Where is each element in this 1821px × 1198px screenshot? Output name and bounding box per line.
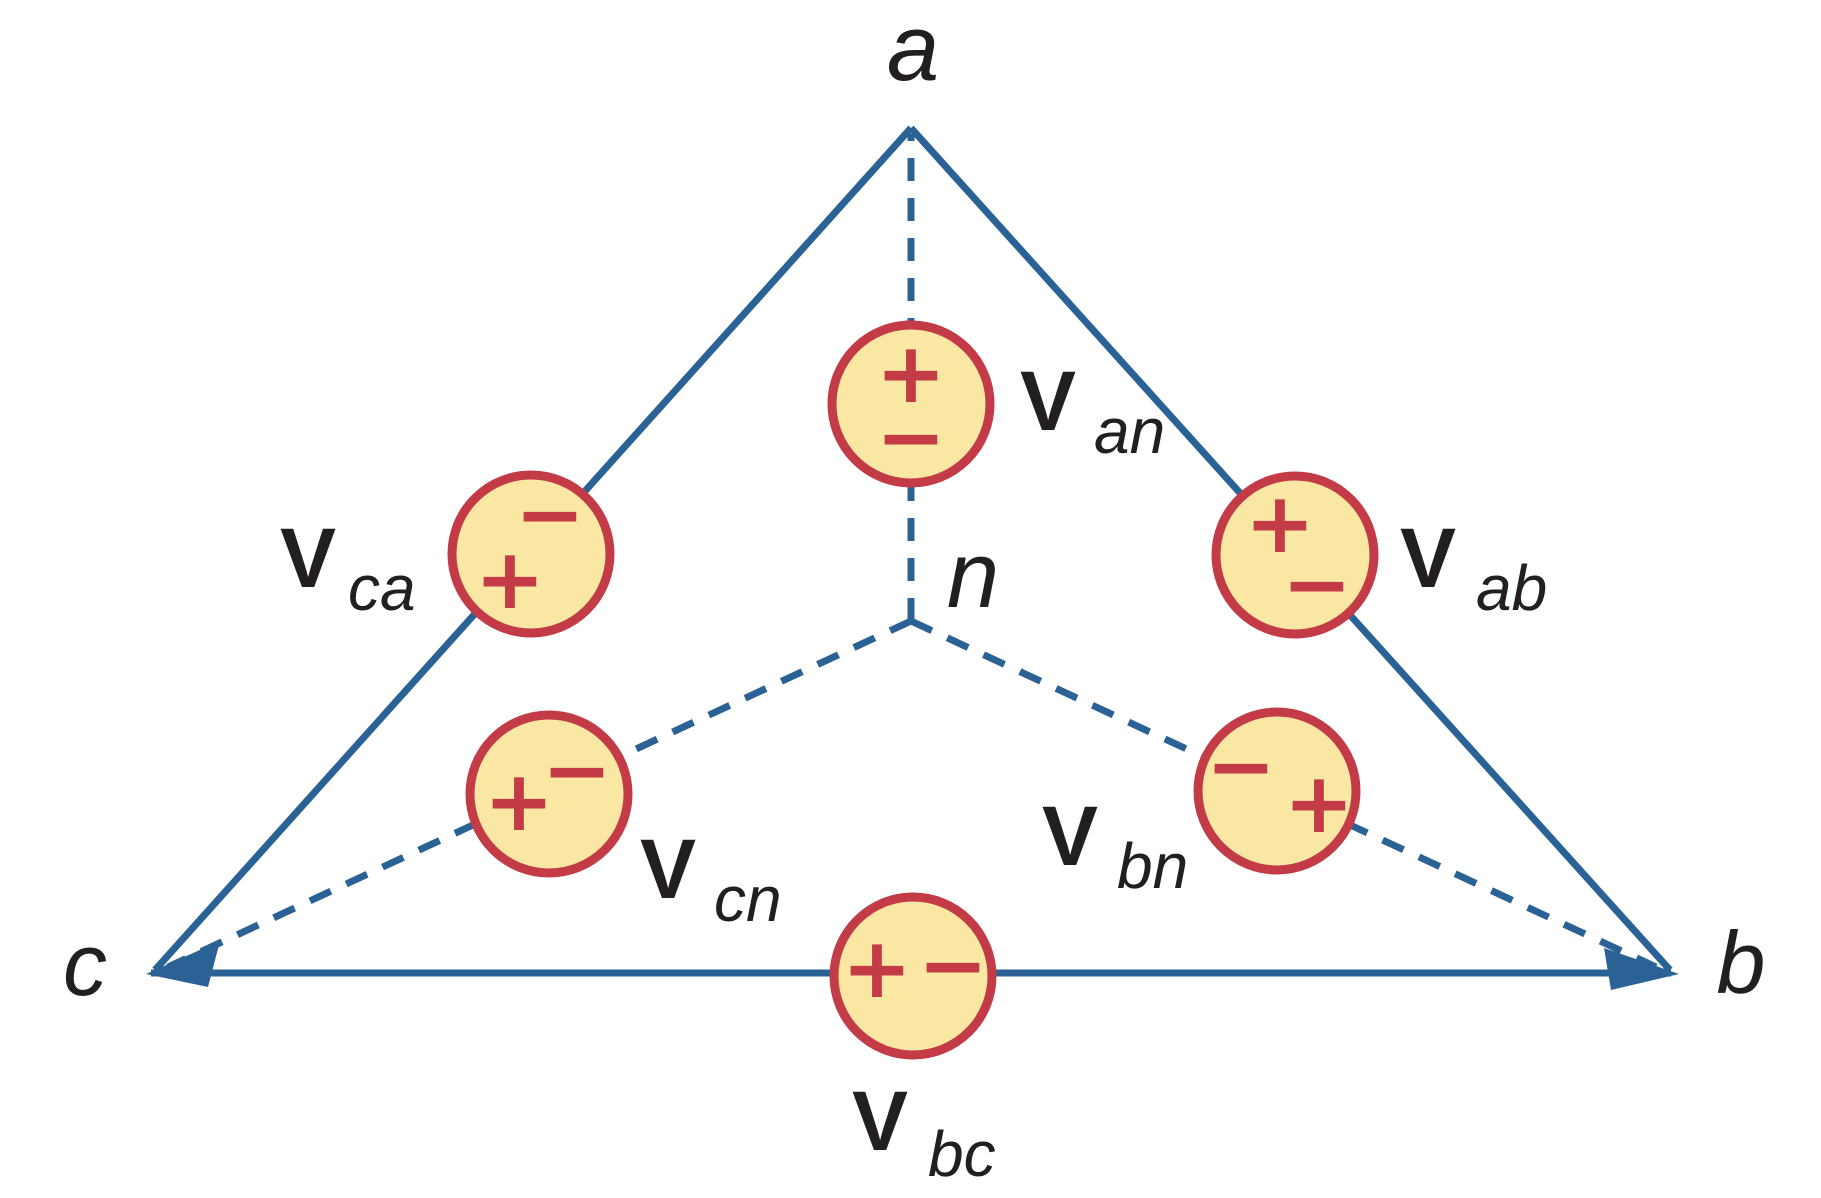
label-vbc-symbol: V <box>852 1074 908 1168</box>
van-plus-sign: + <box>876 324 946 422</box>
source-vab: + − <box>1211 471 1379 639</box>
van-source-circle <box>827 320 995 488</box>
vab-plus-sign: + <box>1245 474 1315 572</box>
source-vbn: − + <box>1193 707 1361 875</box>
vbc-plus-sign: + <box>842 919 912 1017</box>
node-labels: a b c n <box>63 0 1765 1014</box>
van-minus-sign: − <box>876 388 946 486</box>
vertex-label-c: c <box>63 915 107 1014</box>
label-vcn-subscript: cn <box>714 863 782 935</box>
vertex-label-b: b <box>1717 913 1766 1012</box>
source-vbc: + − <box>829 892 997 1060</box>
vbn-plus-sign: + <box>1284 754 1354 852</box>
vertex-label-a: a <box>887 0 939 100</box>
label-vca-subscript: ca <box>348 552 416 624</box>
vca-minus-sign: − <box>515 465 585 563</box>
label-vab-symbol: V <box>1400 511 1456 605</box>
vcn-minus-sign: − <box>542 721 612 819</box>
neutral-label-n: n <box>947 522 999 627</box>
label-vbn-symbol: V <box>1042 789 1098 883</box>
source-labels: V an V ab V ca V bc V cn V bn <box>280 354 1547 1190</box>
arrowhead-at-b <box>1604 948 1679 990</box>
vcn-source-circle <box>465 710 633 878</box>
vcn-plus-sign: + <box>484 752 554 850</box>
vbc-source-circle <box>829 892 997 1060</box>
vbn-source-circle <box>1193 707 1361 875</box>
vbn-minus-sign: − <box>1206 717 1276 815</box>
label-vcn-symbol: V <box>640 822 696 916</box>
source-van: + − <box>827 320 995 488</box>
label-vca-symbol: V <box>280 511 336 605</box>
source-vcn: + − <box>465 710 633 878</box>
arrowhead-at-c <box>146 941 220 987</box>
label-vbc-subscript: bc <box>928 1118 996 1190</box>
vab-minus-sign: − <box>1282 535 1352 633</box>
vbc-minus-sign: − <box>918 916 988 1014</box>
label-van-symbol: V <box>1020 354 1076 448</box>
label-vbn-subscript: bn <box>1117 830 1188 902</box>
source-vca: − + <box>447 465 615 638</box>
vca-plus-sign: + <box>475 530 545 628</box>
vca-source-circle <box>447 470 615 638</box>
label-vab-subscript: ab <box>1476 552 1547 624</box>
vab-source-circle <box>1211 471 1379 639</box>
label-van-subscript: an <box>1094 395 1165 467</box>
